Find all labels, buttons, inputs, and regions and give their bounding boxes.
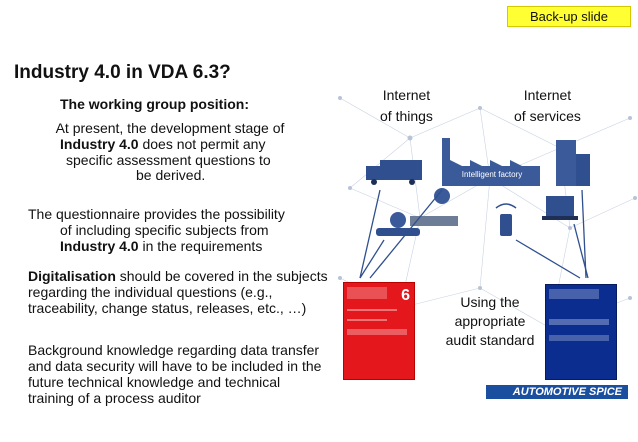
office-building-icon <box>556 140 590 186</box>
red-booklet-header <box>347 287 387 299</box>
p1-bold-industry: Industry 4.0 <box>60 136 139 152</box>
digitalisation-paragraph: Digitalisation should be covered in the … <box>28 268 328 316</box>
conveyor-icon <box>410 188 458 226</box>
blue-booklet-line-2 <box>549 335 609 341</box>
p1-line-1: At present, the development stage of <box>55 120 285 136</box>
slide-title: Industry 4.0 in VDA 6.3? <box>14 62 231 83</box>
red-booklet-number: 6 <box>401 287 410 304</box>
backup-slide-badge: Back-up slide <box>507 6 631 27</box>
internet-of-things-label: Internet of things <box>380 87 433 125</box>
p2-bold-industry: Industry 4.0 <box>60 238 139 254</box>
p2-line-3-rest: in the requirements <box>138 238 263 254</box>
truck-icon <box>366 160 422 185</box>
blue-booklet-line-1 <box>549 319 609 325</box>
internet-of-services-label: Internet of services <box>514 87 581 125</box>
p1-line-2: Industry 4.0 does not permit any <box>60 136 265 152</box>
p1-line-3: specific assessment questions to <box>66 152 271 168</box>
digitalisation-bold: Digitalisation <box>28 268 116 284</box>
working-group-heading: The working group position: <box>60 96 249 112</box>
using-line-3: audit standard <box>445 332 535 348</box>
factory-icon <box>442 138 540 186</box>
digitalisation-rest: should be covered in the subjects regard… <box>28 268 328 316</box>
ios-line-1: Internet <box>523 87 572 103</box>
p2-line-2: of including specific subjects from <box>60 222 269 238</box>
vda-red-booklet: 6 <box>343 282 415 380</box>
using-line-2: appropriate <box>454 313 526 329</box>
automotive-spice-logo: AUTOMOTIVE SPICE <box>486 385 628 399</box>
smartphone-icon <box>495 203 517 236</box>
laptop-icon <box>542 196 578 220</box>
p1-line-4: be derived. <box>136 167 206 183</box>
connection-arrows <box>359 189 589 279</box>
iot-line-2: of things <box>380 108 433 124</box>
iot-line-1: Internet <box>382 87 431 103</box>
using-line-1: Using the <box>460 294 520 310</box>
p1-line-2-rest: does not permit any <box>138 136 266 152</box>
p2-line-3: Industry 4.0 in the requirements <box>60 238 262 254</box>
red-booklet-line-2 <box>347 319 387 321</box>
red-booklet-line-3 <box>347 329 407 335</box>
ios-line-2: of services <box>514 108 581 124</box>
blue-booklet-header <box>549 289 599 299</box>
background-knowledge-paragraph: Background knowledge regarding data tran… <box>28 342 322 406</box>
red-booklet-line-1 <box>347 309 397 311</box>
intelligent-factory-label: Intelligent factory <box>461 170 523 179</box>
vda-blue-booklet <box>545 284 617 380</box>
p2-line-1: The questionnaire provides the possibili… <box>28 206 285 222</box>
audit-standard-label: Using the appropriate audit standard <box>440 294 540 349</box>
